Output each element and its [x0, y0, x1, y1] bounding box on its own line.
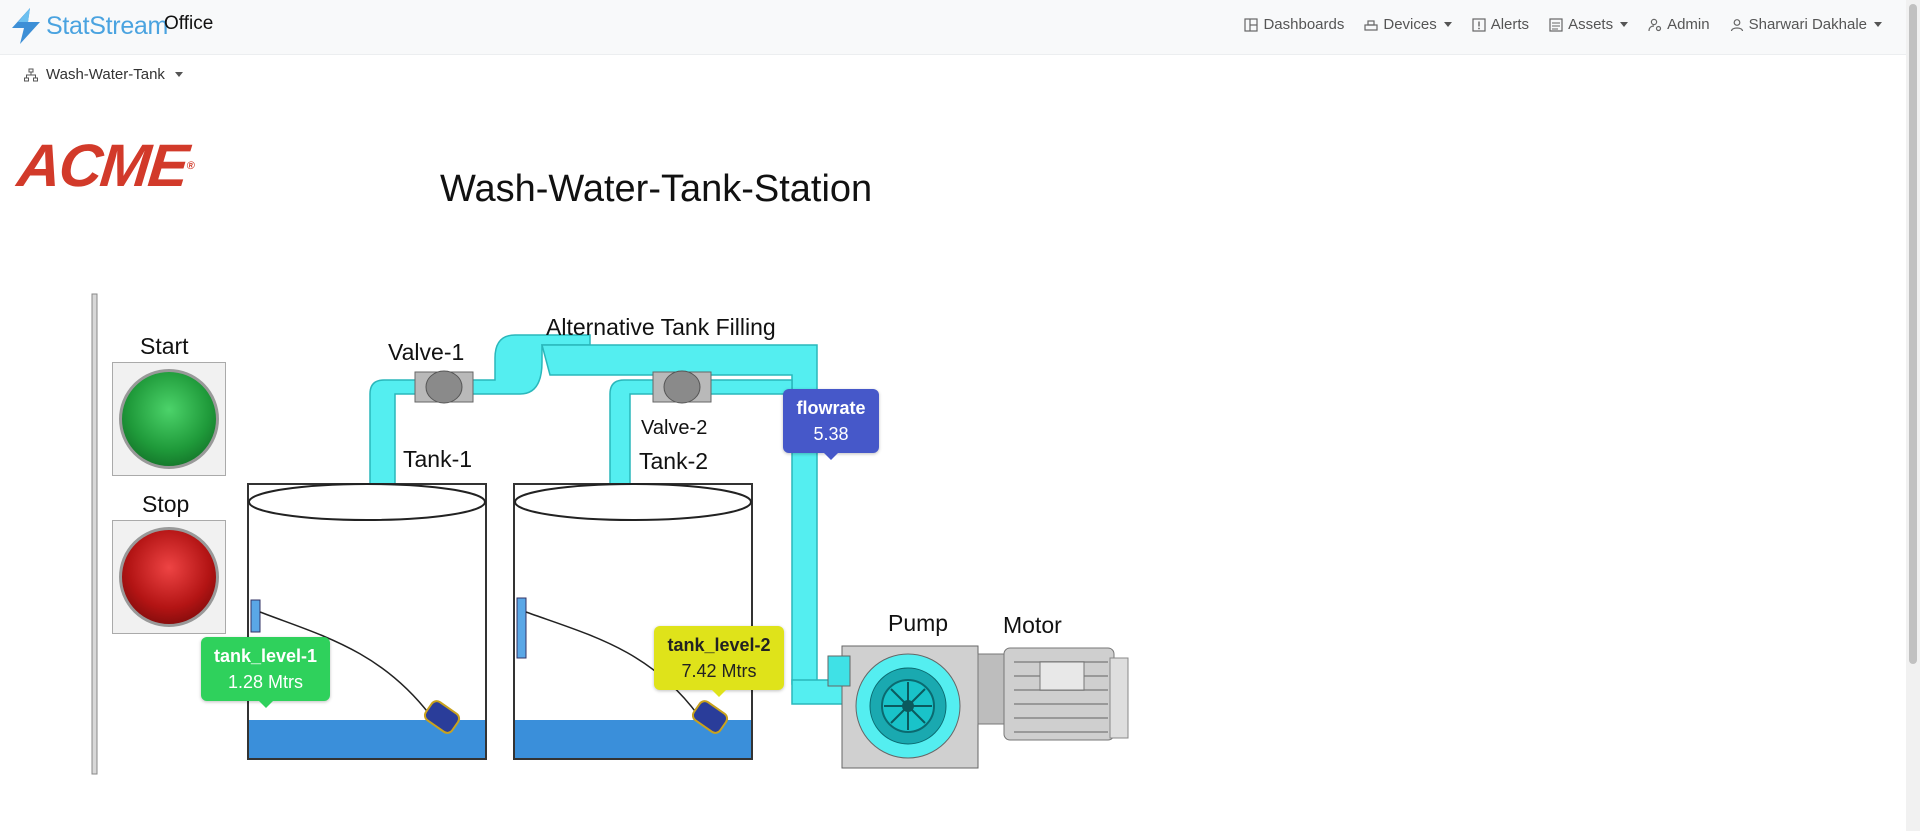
page-scrollbar[interactable]	[1906, 0, 1920, 831]
nav-assets-label: Assets	[1568, 16, 1614, 33]
brand[interactable]: StatStream	[10, 6, 168, 46]
chevron-down-icon	[174, 72, 183, 77]
nav-assets[interactable]: Assets	[1549, 16, 1629, 33]
statstream-logo-icon	[12, 8, 40, 44]
start-button[interactable]	[112, 362, 226, 476]
tank-1-label: Tank-1	[403, 446, 473, 472]
nav-alerts-label: Alerts	[1490, 16, 1530, 33]
nav-alerts[interactable]: Alerts	[1472, 16, 1529, 33]
tank-level-1-name: tank_level-1	[213, 646, 318, 666]
nav-admin[interactable]: Admin	[1648, 16, 1710, 33]
valve-1-graphic	[414, 370, 474, 404]
motor-label: Motor	[1003, 612, 1062, 638]
hierarchy-icon	[24, 68, 38, 81]
start-label: Start	[140, 333, 189, 359]
tank-2-graphic	[513, 483, 753, 760]
asset-selector[interactable]: Wash-Water-Tank	[24, 66, 183, 83]
start-indicator	[119, 369, 219, 469]
nav-dashboards-label: Dashboards	[1263, 16, 1345, 33]
tank-level-2-widget[interactable]: tank_level-2 7.42 Mtrs	[654, 626, 784, 697]
devices-icon	[1364, 19, 1378, 31]
asset-selector-label: Wash-Water-Tank	[46, 66, 165, 83]
dashboard-title: Wash-Water-Tank-Station	[440, 168, 873, 210]
process-graphic	[91, 293, 1129, 775]
nav-devices-label: Devices	[1383, 16, 1437, 33]
tank-level-1-widget[interactable]: tank_level-1 1.28 Mtrs	[201, 637, 330, 708]
nav-devices[interactable]: Devices	[1364, 16, 1452, 33]
chevron-down-icon	[1443, 22, 1452, 27]
acme-logo: ACME®	[14, 132, 196, 199]
chevron-down-icon	[1874, 22, 1882, 27]
top-navbar: StatStream Office Dashboards Devices Ale…	[0, 0, 1906, 55]
nav-admin-label: Admin	[1667, 16, 1710, 33]
flowrate-value: 5.38	[813, 424, 849, 444]
pipe-valve1	[369, 334, 591, 505]
tank-level-1-value: 1.28 Mtrs	[227, 672, 304, 692]
pump-graphic	[827, 645, 979, 769]
tank-2-label: Tank-2	[639, 448, 709, 474]
valve-2-graphic	[652, 370, 712, 404]
alternative-filling-label: Alternative Tank Filling	[546, 314, 776, 340]
stop-indicator	[119, 527, 219, 627]
nav-user-label: Sharwari Dakhale	[1748, 16, 1867, 33]
acme-logo-text: ACME	[14, 132, 191, 199]
pump-label: Pump	[888, 610, 949, 636]
nav-dashboards[interactable]: Dashboards	[1244, 16, 1344, 33]
brand-name: StatStream	[46, 11, 169, 40]
tank-level-2-value: 7.42 Mtrs	[681, 661, 757, 681]
alert-icon	[1472, 17, 1486, 32]
assets-icon	[1549, 17, 1563, 32]
scrollbar-thumb[interactable]	[1909, 4, 1917, 664]
stop-button[interactable]	[112, 520, 226, 634]
chevron-down-icon	[1620, 22, 1629, 27]
stop-label: Stop	[142, 491, 190, 517]
flowrate-widget[interactable]: flowrate 5.38	[783, 389, 879, 460]
scada-diagram: Start Stop Valve-1 Valve-2 Tank-1 Tank-2…	[90, 290, 1150, 780]
nav-user-menu[interactable]: Sharwari Dakhale	[1730, 16, 1882, 33]
tank-level-2-name: tank_level-2	[667, 635, 771, 655]
tank-1-graphic	[247, 483, 487, 760]
valve-2-label: Valve-2	[641, 417, 708, 439]
admin-icon	[1648, 18, 1662, 31]
dashboard-icon	[1244, 17, 1259, 32]
main-nav: Dashboards Devices Alerts Assets Admin S…	[1244, 16, 1882, 33]
valve-1-label: Valve-1	[388, 339, 465, 365]
user-icon	[1730, 18, 1743, 31]
panel-edge	[91, 293, 98, 775]
motor-graphic	[977, 647, 1129, 741]
workspace-name: Office	[164, 13, 214, 34]
flowrate-name: flowrate	[796, 398, 866, 418]
